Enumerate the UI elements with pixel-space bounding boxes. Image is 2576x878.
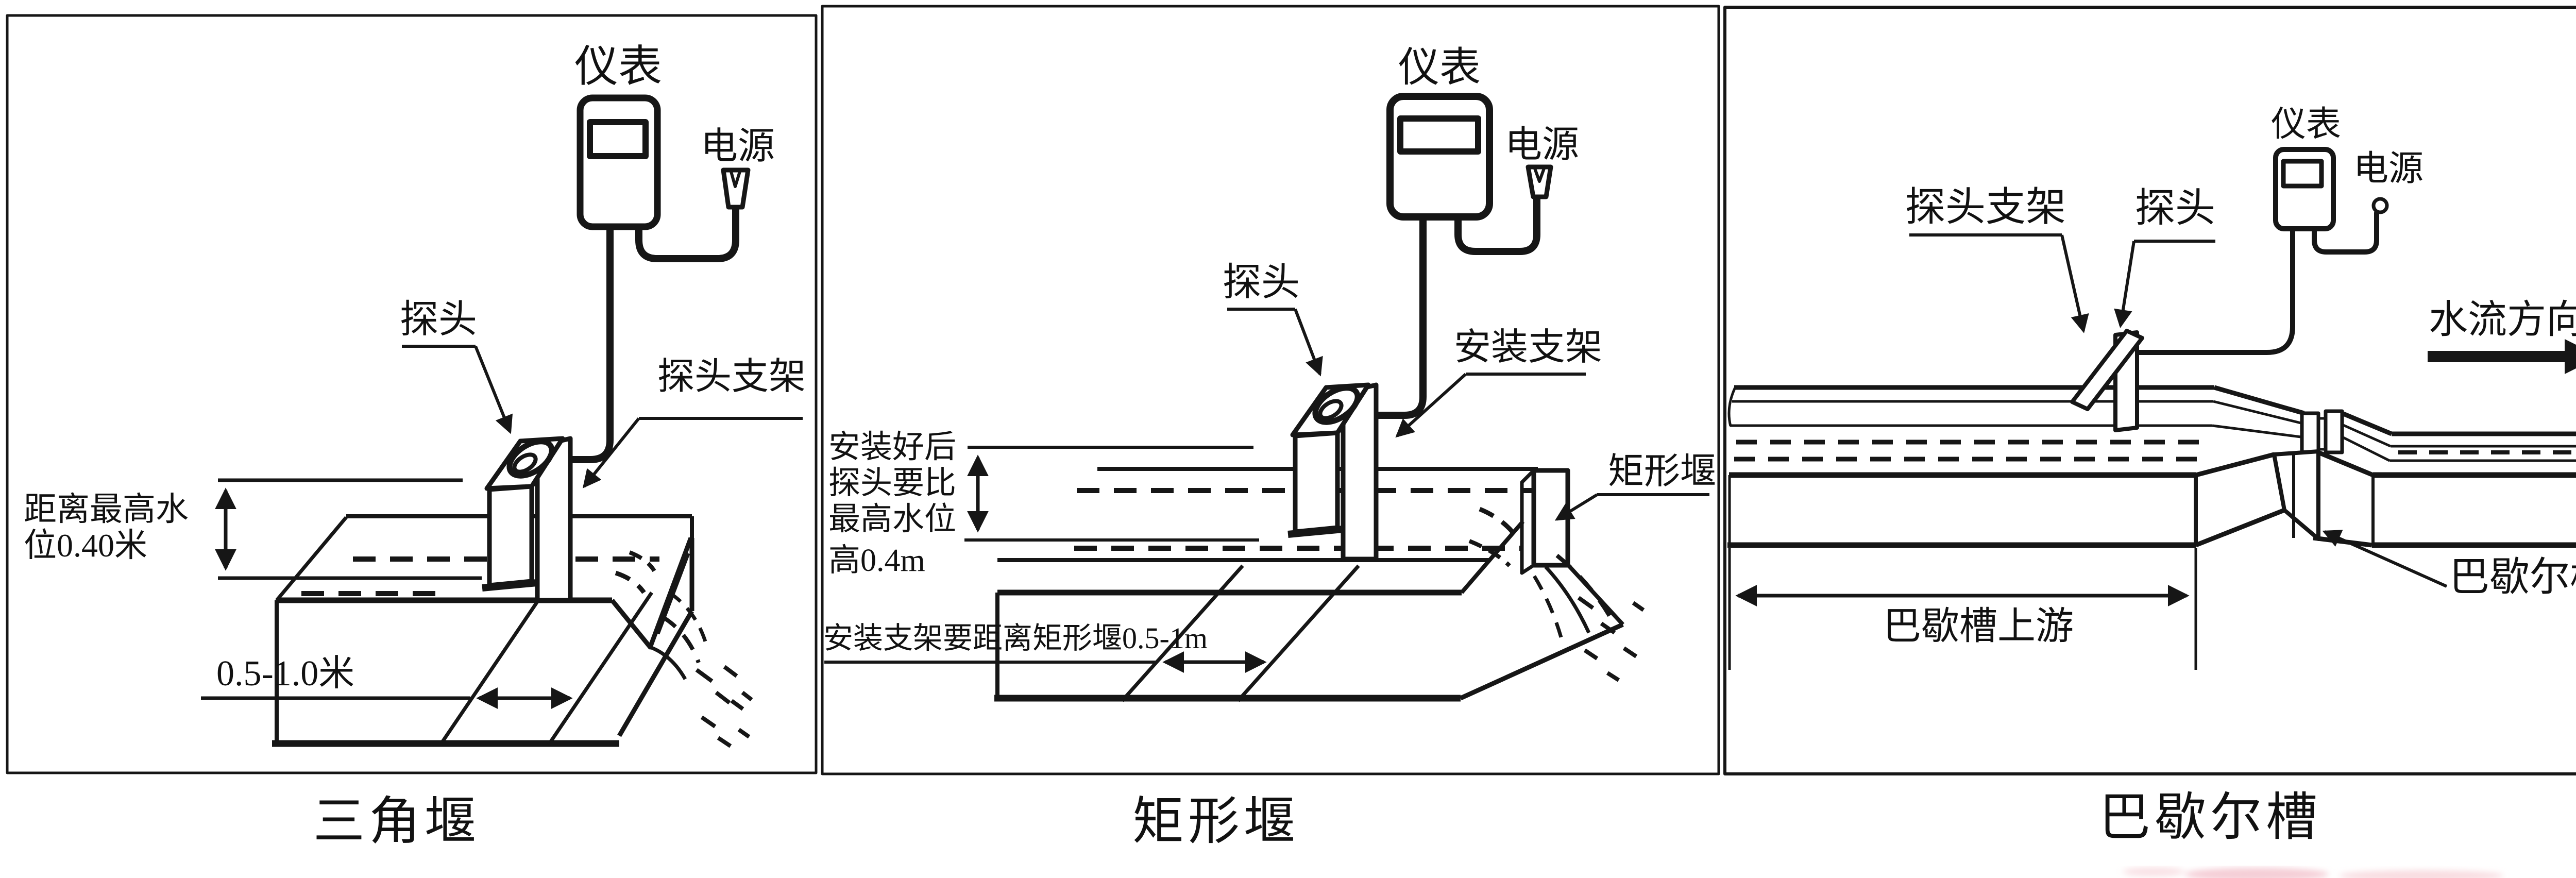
power-connector-icon xyxy=(2371,197,2389,214)
instrument-label: 仪表 xyxy=(574,43,662,91)
meter-icon xyxy=(1386,93,1493,221)
meter-screen xyxy=(1397,115,1481,155)
distance-note-line1: 距离最高水 xyxy=(24,491,189,528)
meter-screen xyxy=(587,119,649,159)
power-label: 电源 xyxy=(701,126,775,167)
probe-cable xyxy=(1378,217,1427,419)
height-note-line3: 最高水位 xyxy=(828,502,956,537)
flume-leader xyxy=(2322,530,2448,588)
flow-arrow-icon xyxy=(2428,339,2576,374)
meter-icon xyxy=(2273,147,2336,231)
weir-label: 矩形堰 xyxy=(1608,452,1716,492)
probe-bracket-leader xyxy=(582,417,640,488)
power-plug-icon xyxy=(1526,164,1553,199)
upstream-label: 巴歇槽上游 xyxy=(1883,605,2074,648)
mounting-bracket-leader xyxy=(1395,373,1467,438)
weir-leader xyxy=(1554,493,1598,521)
panel-border xyxy=(821,5,1720,775)
probe-icon xyxy=(482,436,573,603)
watermark-smudge xyxy=(2123,867,2504,878)
mounting-bracket-label: 安装支架 xyxy=(1454,327,1602,368)
height-note-line4: 高0.4m xyxy=(828,543,925,578)
height-note-line1: 安装好后 xyxy=(828,430,956,465)
meter-screen xyxy=(2281,159,2324,189)
rectangular-weir-block xyxy=(994,468,1645,702)
height-dimension xyxy=(964,446,1259,542)
panel-triangular-weir: 距离最高水 位0.40米 0.5-1.0米 xyxy=(6,14,818,850)
transducer-face xyxy=(506,438,555,479)
probe-bracket-leader xyxy=(2060,234,2089,333)
probe-label: 探头 xyxy=(400,298,477,341)
height-dimension xyxy=(215,478,463,571)
distance-note: 安装支架要距离矩形堰0.5-1m xyxy=(823,621,1208,655)
height-note-line2: 探头要比 xyxy=(828,466,956,501)
width-dimension xyxy=(201,592,653,746)
power-cable xyxy=(635,207,739,262)
probe-leader xyxy=(1294,308,1323,377)
distance-dimension xyxy=(824,564,1360,702)
probe-cable xyxy=(2139,229,2295,355)
caption-rectangular-weir: 矩形堰 xyxy=(1132,793,1299,850)
instrument-label: 仪表 xyxy=(1398,45,1481,91)
power-label: 电源 xyxy=(2353,149,2424,188)
probe-label: 探头 xyxy=(1223,261,1300,304)
panel-border xyxy=(6,14,818,774)
probe-bracket-strut xyxy=(2070,329,2144,411)
downstream-channel xyxy=(2371,431,2576,548)
caption-parshall-flume: 巴歇尔槽 xyxy=(2099,789,2321,846)
upstream-dimension xyxy=(1728,548,2197,670)
distance-note-line2: 位0.40米 xyxy=(24,527,147,564)
spray-dashes xyxy=(695,665,753,748)
probe-icon xyxy=(1287,382,1379,562)
probe-bracket-label: 探头支架 xyxy=(657,356,806,397)
probe-cable xyxy=(569,227,614,463)
power-plug-icon xyxy=(721,167,751,210)
panel-rectangular-weir: 安装好后 探头要比 最高水位 高0.4m 安装支架要距离矩形堰0.5-1m xyxy=(821,5,1720,850)
flume-label: 巴歇尔槽 xyxy=(2449,554,2576,599)
probe-leader xyxy=(474,345,513,434)
spray-dashes xyxy=(1577,596,1645,682)
power-cable xyxy=(1454,197,1540,255)
instrument-label: 仪表 xyxy=(2271,105,2341,144)
panel-parshall-flume: 水流方向 巴歇槽上游 探头支架 探头 仪表 电源 巴歇尔槽 巴歇尔槽 xyxy=(1723,6,2576,878)
probe-leader xyxy=(2114,241,2136,328)
probe-bracket-label: 探头支架 xyxy=(1905,184,2066,229)
power-cable xyxy=(2312,212,2379,255)
width-dimension-label: 0.5-1.0米 xyxy=(216,654,354,694)
power-label: 电源 xyxy=(1505,124,1579,165)
panel-border xyxy=(1723,6,2576,775)
rectangular-notch xyxy=(1531,468,1570,568)
flow-direction-label: 水流方向 xyxy=(2429,298,2576,342)
probe-label: 探头 xyxy=(2135,185,2215,230)
meter-icon xyxy=(577,94,661,230)
triangular-weir-block xyxy=(272,516,753,748)
caption-triangular-weir: 三角堰 xyxy=(313,793,480,850)
transducer-face xyxy=(1312,385,1361,425)
